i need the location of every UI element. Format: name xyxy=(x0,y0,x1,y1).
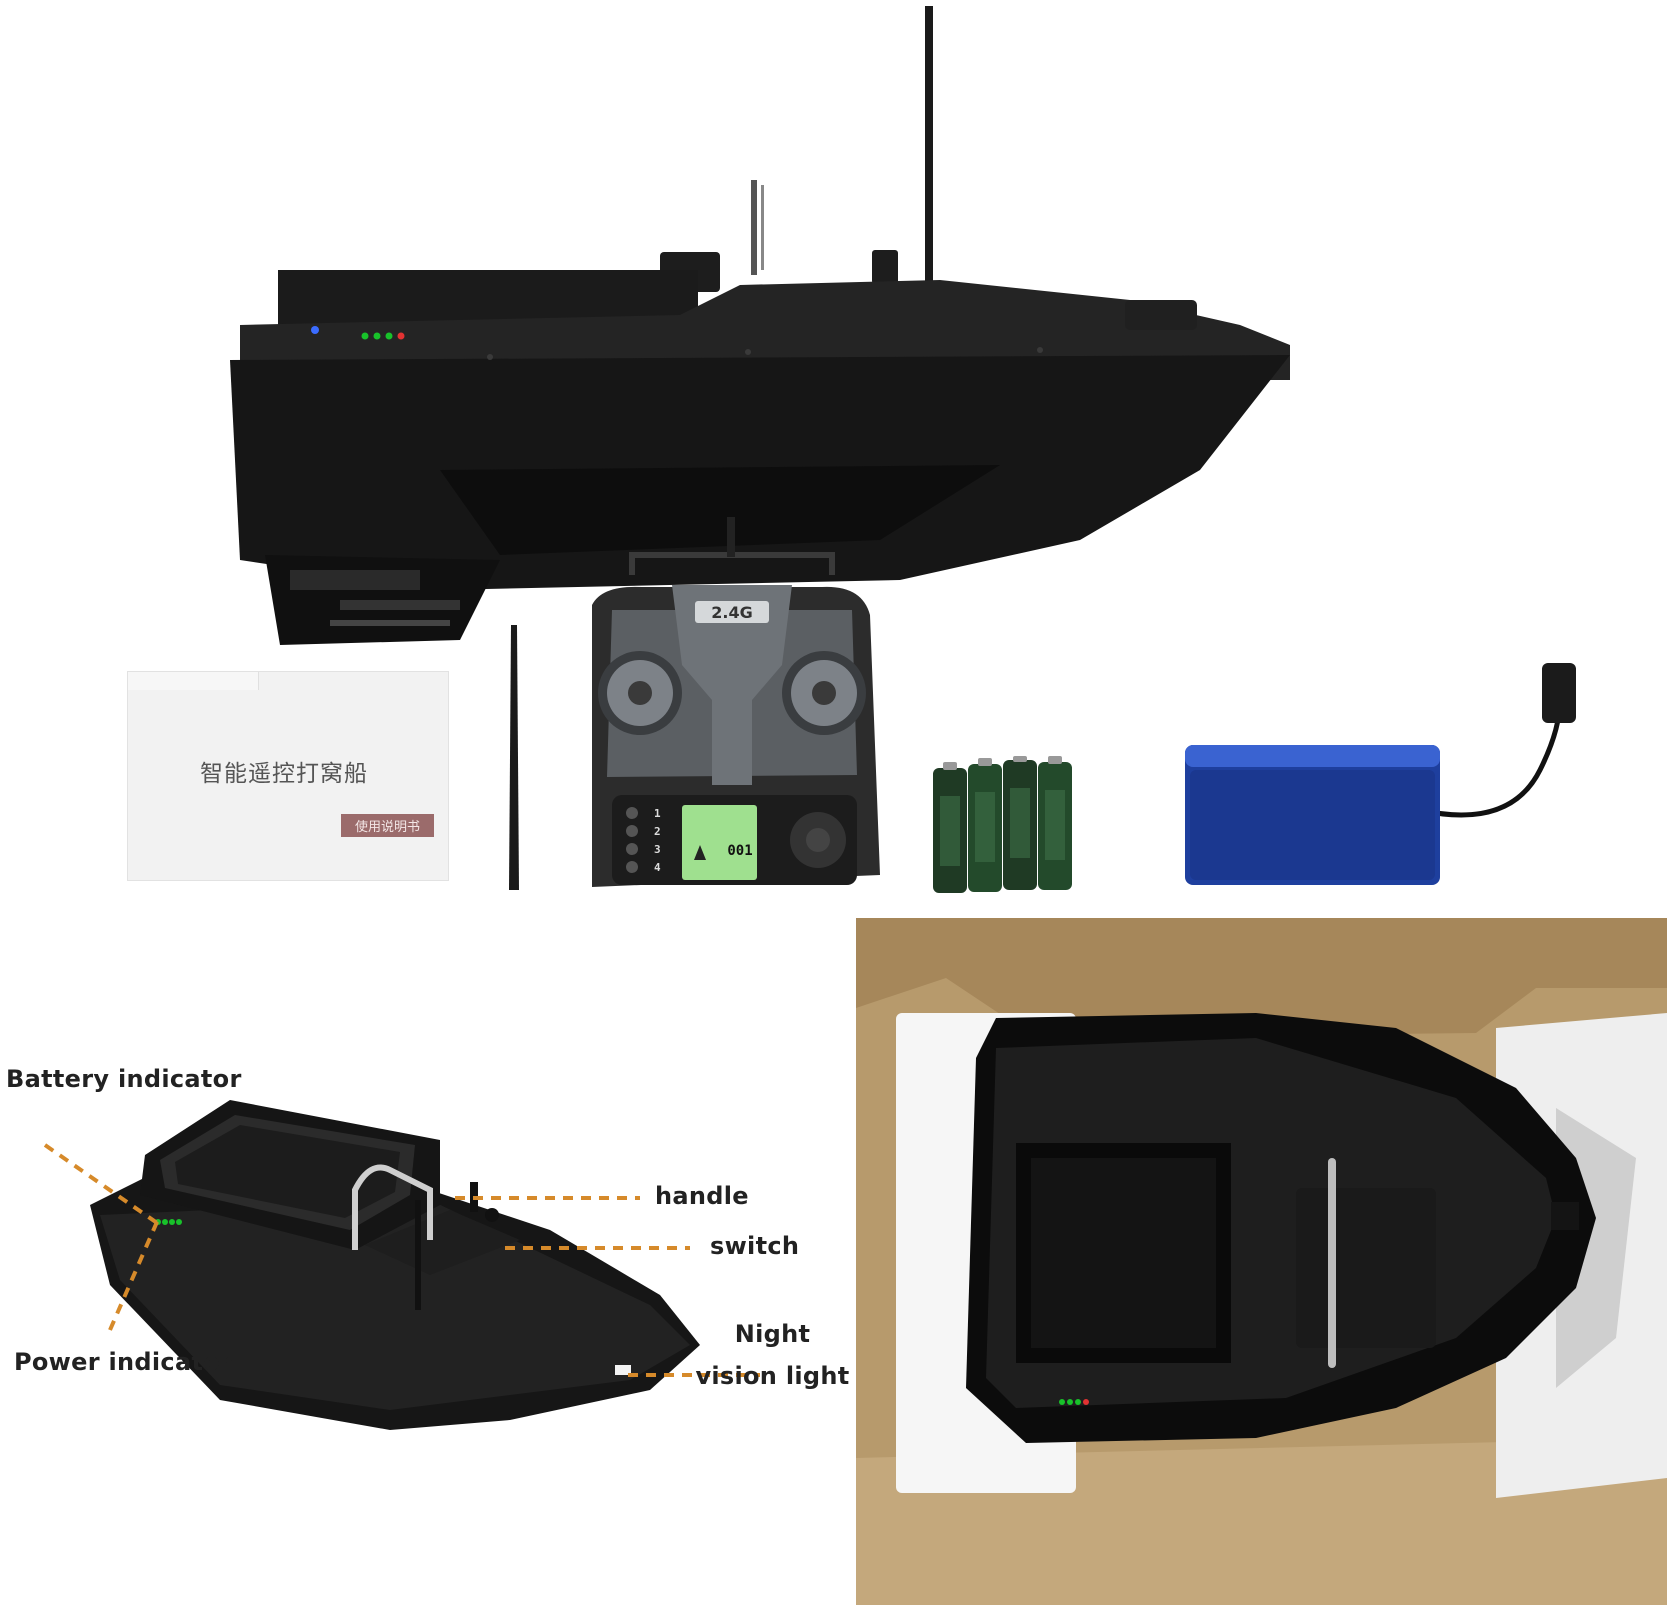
leader-lines xyxy=(43,1143,760,1377)
manual-subtitle: 使用说明书 xyxy=(340,814,434,837)
night-vision-light-label: Night vision light xyxy=(695,1320,850,1390)
aa-battery-icon xyxy=(933,756,1072,893)
switch-label: switch xyxy=(710,1232,800,1260)
channel-3: 3 xyxy=(654,843,661,856)
manual-title: 智能遥控打窝船 xyxy=(200,761,368,787)
battery-indicator-label: Battery indicator xyxy=(6,1065,242,1093)
antenna-icon xyxy=(509,625,519,890)
instruction-manual: 智能遥控打窝船 使用说明书 xyxy=(128,672,448,880)
remote-band-label: 2.4G xyxy=(711,603,752,622)
boat-in-box-photo xyxy=(856,918,1667,1605)
feature-diagram: Battery indicator Power indicator handle… xyxy=(0,1065,850,1470)
channel-2: 2 xyxy=(654,825,661,838)
handle-label: handle xyxy=(655,1182,749,1210)
lipo-battery-pack-icon xyxy=(1185,663,1576,885)
boat-side-view xyxy=(230,6,1290,645)
channel-1: 1 xyxy=(654,807,661,820)
power-indicator-label: Power indicator xyxy=(14,1348,233,1376)
product-set: 智能遥控打窝船 使用说明书 2.4G 1 2 3 4 xyxy=(128,6,1576,893)
remote-controller-icon: 2.4G 1 2 3 4 001 xyxy=(592,517,880,887)
boat-top-diagram xyxy=(90,1100,700,1430)
lcd-value: 001 xyxy=(727,843,752,859)
channel-4: 4 xyxy=(654,861,661,874)
